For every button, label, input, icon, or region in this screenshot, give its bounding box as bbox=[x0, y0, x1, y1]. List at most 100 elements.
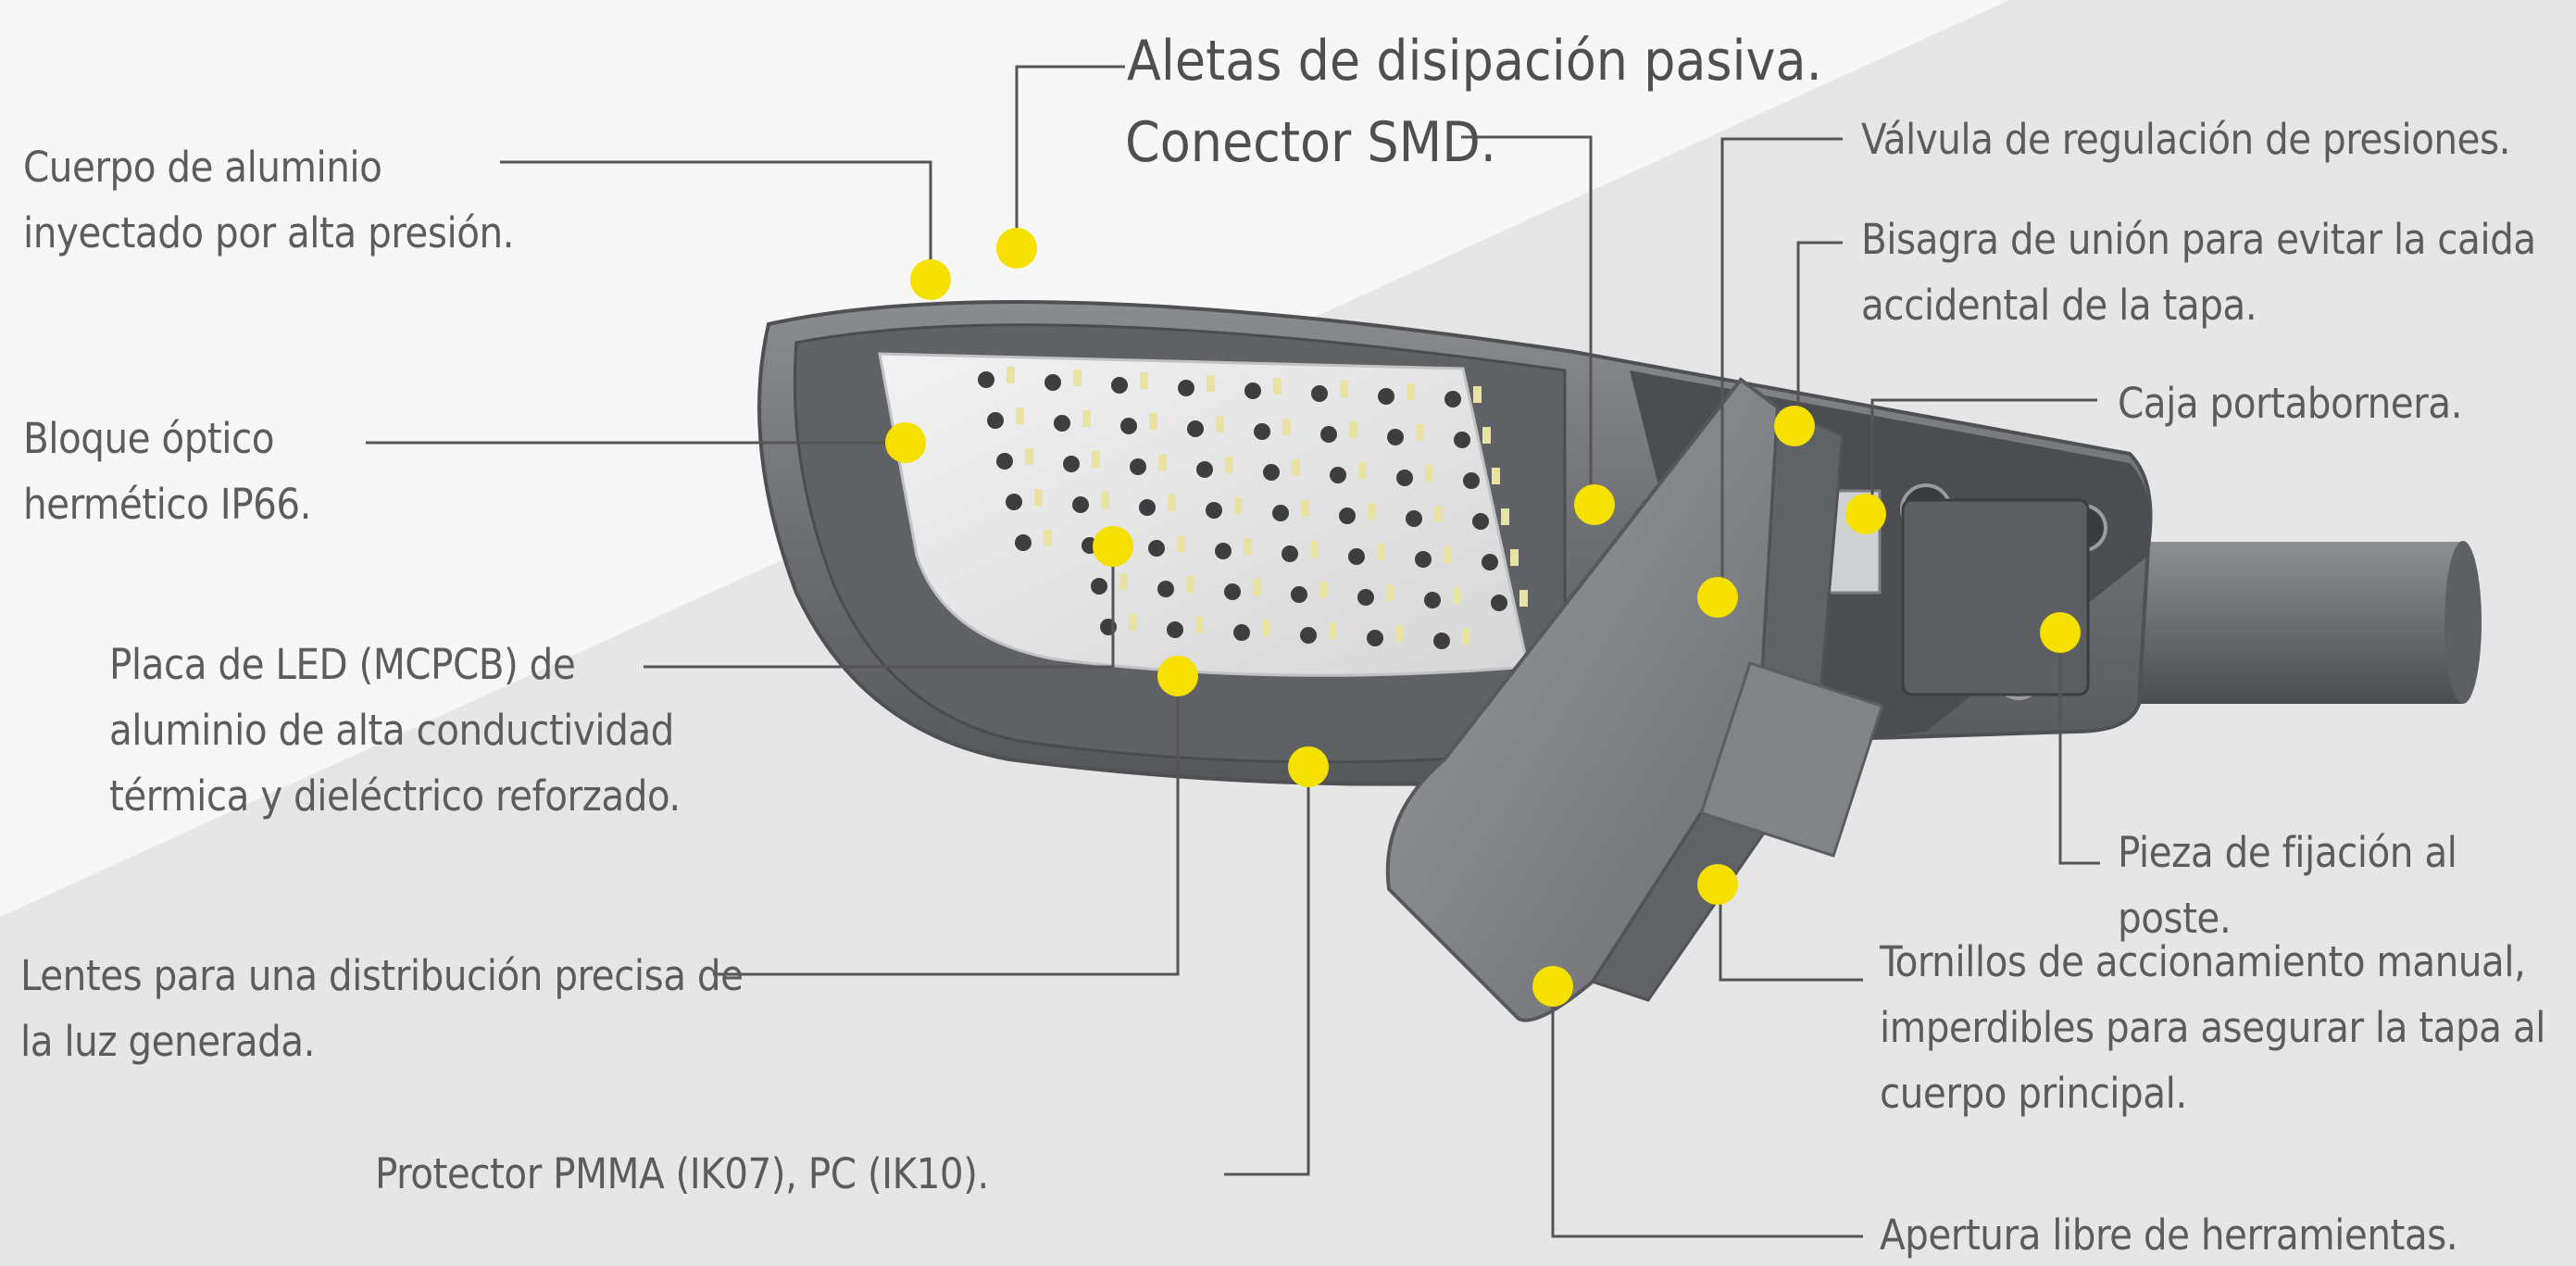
led-dot bbox=[1130, 458, 1146, 475]
led-dot bbox=[1015, 534, 1032, 551]
led-dot bbox=[1463, 472, 1480, 489]
led-dot bbox=[1454, 432, 1470, 448]
led-dot bbox=[1396, 470, 1413, 486]
opened-lid bbox=[1385, 377, 1884, 1022]
led-dot bbox=[1491, 595, 1507, 611]
led-dot bbox=[1406, 510, 1422, 527]
label-terminal-box: Caja portabornera. bbox=[2118, 379, 2462, 428]
leader-pole-fixing bbox=[2058, 633, 2100, 865]
led-chip bbox=[1329, 622, 1337, 639]
led-dot bbox=[1006, 494, 1022, 510]
led-chip bbox=[1101, 492, 1109, 508]
led-chip bbox=[1282, 419, 1291, 435]
led-dot bbox=[1339, 508, 1356, 524]
led-dot bbox=[1254, 423, 1270, 440]
led-chip bbox=[1292, 459, 1300, 476]
label-valve: Válvula de regulación de presiones. bbox=[1861, 115, 2510, 164]
led-dot bbox=[978, 371, 994, 388]
label-body: Cuerpo de aluminio inyectado por alta pr… bbox=[23, 143, 514, 257]
marker-connector bbox=[1574, 484, 1615, 525]
led-dot bbox=[1063, 456, 1080, 472]
led-dot bbox=[1433, 633, 1450, 649]
leader-lenses bbox=[713, 676, 1180, 976]
led-dot bbox=[1367, 630, 1383, 646]
label-fins: Aletas de disipación pasiva. bbox=[1127, 29, 1822, 94]
led-chip bbox=[1434, 506, 1443, 522]
led-chip bbox=[1386, 584, 1394, 601]
led-dot bbox=[1311, 385, 1328, 402]
led-chip bbox=[1377, 544, 1385, 560]
led-chip bbox=[1195, 617, 1204, 633]
led-dot bbox=[1224, 583, 1241, 600]
led-dot bbox=[1387, 429, 1404, 445]
led-chip bbox=[1016, 407, 1024, 424]
led-chip bbox=[1207, 375, 1215, 392]
led-dot bbox=[1167, 621, 1183, 638]
led-dot bbox=[1263, 464, 1280, 481]
led-chip bbox=[1310, 541, 1319, 558]
leader-valve bbox=[1720, 137, 1843, 597]
led-chip bbox=[1158, 454, 1167, 470]
led-chip bbox=[1510, 549, 1519, 566]
led-dot bbox=[1300, 627, 1317, 644]
led-dot bbox=[1178, 380, 1194, 396]
led-chip bbox=[1234, 497, 1243, 514]
marker-terminal-box bbox=[1845, 494, 1886, 534]
led-dot bbox=[1120, 418, 1137, 434]
leader-terminal-box bbox=[1870, 398, 2097, 514]
led-chip bbox=[1444, 546, 1452, 563]
led-dot bbox=[1148, 540, 1165, 557]
marker-optic-block bbox=[885, 422, 926, 463]
led-chip bbox=[1416, 424, 1424, 441]
led-chip bbox=[1340, 381, 1348, 397]
label-pole-fixing: Pieza de fijación al poste. bbox=[2118, 828, 2457, 943]
leader-connector bbox=[1461, 135, 1593, 500]
label-optic-block: Bloque óptico hermético IP66. bbox=[23, 414, 311, 529]
led-chip bbox=[1073, 370, 1082, 386]
led-chip bbox=[1025, 448, 1033, 465]
led-dot bbox=[1091, 578, 1107, 595]
led-chip bbox=[1473, 386, 1482, 403]
led-dot bbox=[1282, 545, 1298, 562]
led-dot bbox=[1357, 589, 1374, 606]
led-chip bbox=[1186, 576, 1194, 593]
leader-fins bbox=[1015, 65, 1125, 248]
marker-fins bbox=[996, 228, 1037, 269]
led-dot bbox=[1244, 382, 1261, 399]
led-chip bbox=[1044, 530, 1052, 546]
led-chip bbox=[1177, 535, 1185, 552]
led-chip bbox=[1319, 582, 1328, 598]
led-chip bbox=[1216, 416, 1224, 432]
label-hinge: Bisagra de unión para evitar la caida ac… bbox=[1861, 215, 2536, 330]
led-dot bbox=[1272, 505, 1289, 521]
marker-hinge bbox=[1774, 406, 1815, 446]
led-chip bbox=[1082, 410, 1091, 427]
led-dot bbox=[1472, 513, 1489, 530]
led-dot bbox=[1215, 543, 1232, 559]
leader-led-board bbox=[644, 546, 1115, 669]
led-dot bbox=[1054, 415, 1070, 432]
led-chip bbox=[1273, 378, 1282, 395]
led-chip bbox=[1425, 465, 1433, 482]
led-dot bbox=[1111, 377, 1128, 394]
led-dot bbox=[1187, 420, 1204, 437]
led-chip bbox=[1119, 573, 1128, 590]
led-dot bbox=[996, 453, 1013, 470]
led-chip bbox=[1501, 508, 1509, 525]
led-chip bbox=[1140, 372, 1148, 389]
led-dot bbox=[1330, 467, 1346, 483]
led-chip bbox=[1225, 457, 1233, 473]
label-screws: Tornillos de accionamiento manual, imper… bbox=[1880, 937, 2545, 1118]
leader-screws bbox=[1719, 884, 1863, 982]
led-dot bbox=[1482, 554, 1498, 570]
led-chip bbox=[1519, 590, 1528, 607]
led-chip bbox=[1149, 413, 1157, 430]
marker-body bbox=[910, 259, 951, 300]
led-chip bbox=[1007, 367, 1015, 383]
led-chip bbox=[1168, 495, 1176, 511]
label-connector: Conector SMD. bbox=[1125, 110, 1496, 175]
led-chip bbox=[1453, 587, 1461, 604]
leader-body bbox=[500, 160, 932, 280]
led-chip bbox=[1034, 489, 1043, 506]
